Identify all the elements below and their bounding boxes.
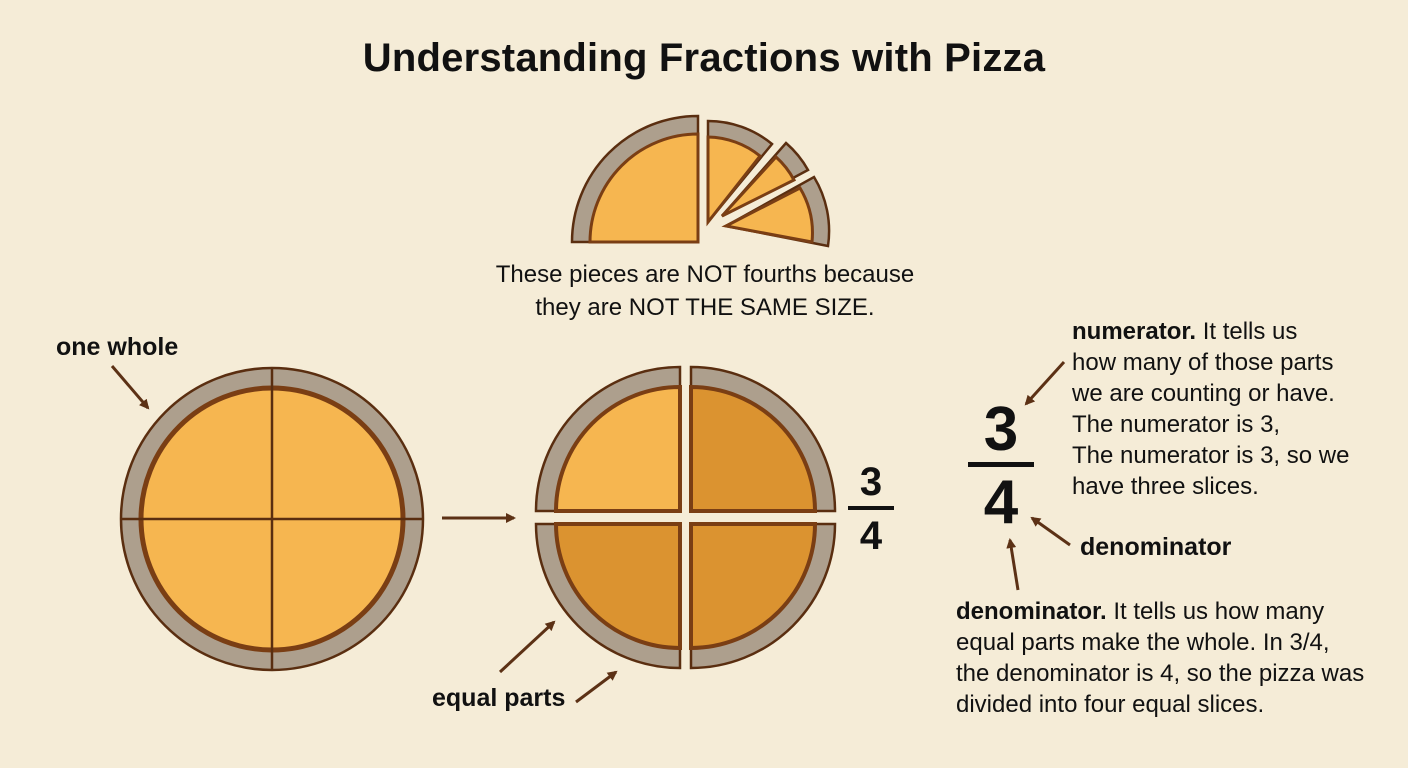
fraction-small-numerator: 3 [859,460,883,504]
unequal-note-line-1: These pieces are NOT fourths because [495,261,915,288]
numerator-line-1: It tells us [1202,318,1298,345]
arrow-equal-parts-1 [498,620,556,674]
fraction-large-denominator: 4 [983,468,1019,537]
denominator-line-3: the denominator is 4, so the pizza was [956,660,1365,687]
numerator-line-5: The numerator is 3, so we [1072,442,1350,469]
fraction-small-bar [848,506,894,510]
numerator-term: numerator. [1072,318,1197,345]
fraction-small: 3 4 [848,460,894,558]
fraction-large: 3 4 [968,398,1034,535]
denominator-line-4: divided into four equal slices. [956,691,1265,718]
arrow-numerator [1024,360,1066,406]
numerator-line-2: how many of those parts [1072,349,1334,376]
label-one-whole: one whole [56,333,179,361]
arrow-equal-parts-2 [575,670,618,704]
label-equal-parts: equal parts [432,684,566,712]
numerator-line-3: we are counting or have. [1072,380,1335,407]
arrow-denominator-right [1030,516,1071,547]
denominator-term: denominator. [956,598,1107,625]
unequal-piece-large-cheese [588,132,700,244]
unequal-pieces [570,114,831,248]
fraction-small-denominator: 4 [859,514,883,558]
denominator-line-1: It tells us how many [1113,598,1325,625]
numerator-line-6: have three slices. [1072,473,1259,500]
fraction-large-numerator: 3 [983,395,1019,464]
numerator-line-4: The numerator is 3, [1072,411,1281,438]
label-denominator: denominator [1080,533,1232,561]
fraction-large-bar [968,462,1034,467]
numerator-explanation: numerator. It tells us how many of those… [1072,316,1402,502]
unequal-note: These pieces are NOT fourths because the… [440,258,970,324]
unequal-piece-medium-cheese [706,135,763,227]
unequal-piece-thin-cheese [720,154,797,218]
page-title: Understanding Fractions with Pizza [362,36,1046,80]
denominator-line-2: equal parts make the whole. In 3/4, [956,629,1330,656]
denominator-explanation: denominator. It tells us how many equal … [956,596,1396,720]
arrow-denominator-below [1006,538,1020,591]
whole-pizza [119,366,425,672]
unequal-piece-small-cheese [721,186,814,244]
unequal-note-line-2: they are NOT THE SAME SIZE. [535,294,875,321]
fraction-pizza [534,365,837,670]
arrow-one-whole [110,365,150,410]
